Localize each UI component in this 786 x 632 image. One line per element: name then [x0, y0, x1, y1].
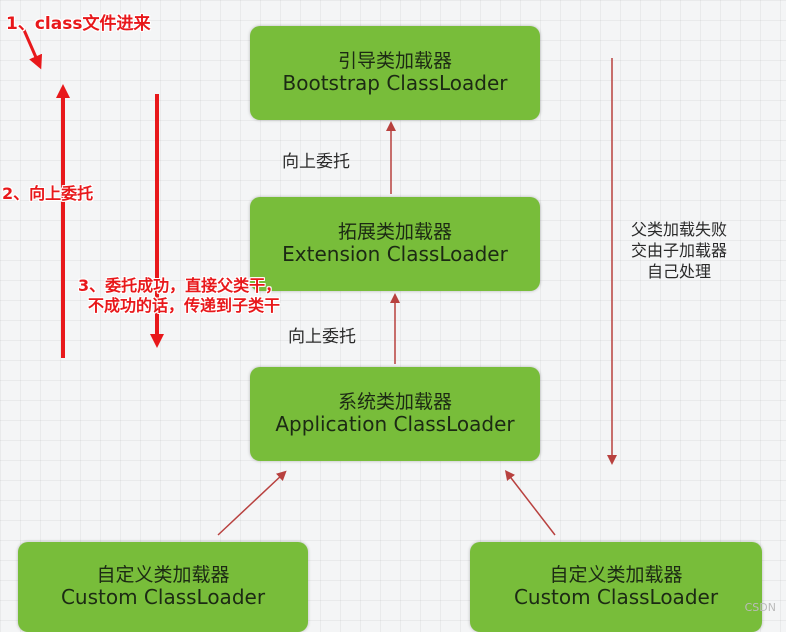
bootstrap-classloader-box: 引导类加载器 Bootstrap ClassLoader	[250, 26, 540, 120]
annotation-step-1: 1、class文件进来	[6, 14, 150, 35]
class-loader-diagram: 引导类加载器 Bootstrap ClassLoader 拓展类加载器 Exte…	[2, 14, 776, 632]
extension-zh-label: 拓展类加载器	[337, 220, 452, 243]
watermark: CSDN	[744, 601, 776, 614]
custom-classloader-left-box: 自定义类加载器 Custom ClassLoader	[18, 542, 308, 632]
arrows-layer	[22, 29, 617, 536]
extension-classloader-box: 拓展类加载器 Extension ClassLoader	[250, 197, 540, 291]
red-arrow-class-in	[22, 29, 43, 70]
delegate-up-label-mid: 向上委托	[288, 327, 356, 347]
annotation-step-1-text: 1、class文件进来	[6, 14, 151, 34]
custom-left-zh-label: 自定义类加载器	[96, 563, 230, 586]
custom-right-en-label: Custom ClassLoader	[513, 585, 719, 610]
application-classloader-box: 系统类加载器 Application ClassLoader	[250, 367, 540, 461]
bootstrap-zh-label: 引导类加载器	[337, 49, 452, 72]
annotation-step-2-text: 2、向上委托	[2, 184, 94, 203]
application-zh-label: 系统类加载器	[337, 390, 452, 413]
arrow-custom-left-to-application	[217, 470, 287, 536]
annotation-step-2: 2、向上委托	[2, 184, 93, 204]
parent-fail-note-line-2: 交由子加载器	[630, 240, 727, 260]
delegate-up-label-top: 向上委托	[282, 152, 350, 172]
parent-fail-note-line-3: 自己处理	[646, 261, 711, 281]
annotation-step-3-line-1: 3、委托成功，直接父类干，	[78, 276, 282, 295]
parent-fail-note-line-1: 父类加载失败	[630, 220, 727, 239]
annotation-step-3-line-2: 不成功的话，传递到子类干	[88, 296, 281, 315]
custom-classloader-right-box: 自定义类加载器 Custom ClassLoader	[470, 542, 762, 632]
extension-en-label: Extension ClassLoader	[282, 242, 508, 267]
annotation-step-3: 3、委托成功，直接父类干， 不成功的话，传递到子类干	[78, 276, 281, 316]
bootstrap-en-label: Bootstrap ClassLoader	[282, 71, 508, 96]
application-en-label: Application ClassLoader	[275, 412, 515, 437]
custom-left-en-label: Custom ClassLoader	[60, 585, 266, 610]
arrow-custom-right-to-application	[504, 470, 556, 536]
custom-right-zh-label: 自定义类加载器	[549, 563, 683, 586]
parent-fail-note: 父类加载失败 交由子加载器 自己处理	[620, 220, 738, 282]
